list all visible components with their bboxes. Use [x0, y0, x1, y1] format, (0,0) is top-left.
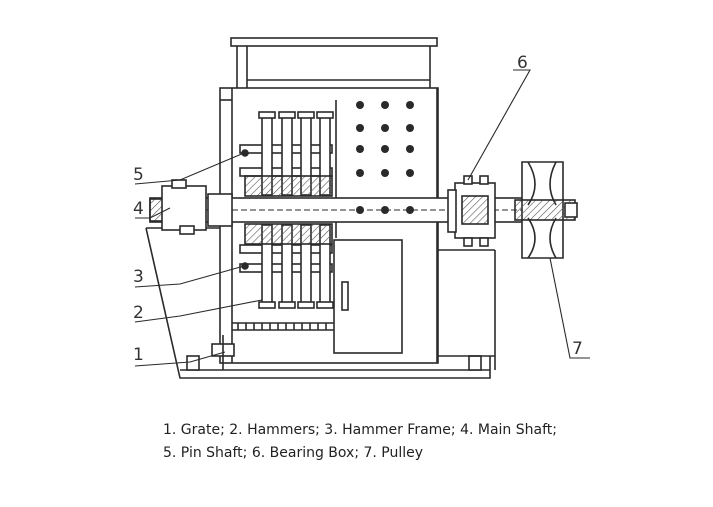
- callout-3: 3: [133, 267, 144, 287]
- pulley: [514, 161, 578, 259]
- hammers: [244, 111, 334, 309]
- callout-5: 5: [133, 165, 144, 185]
- bearing-box: [447, 175, 496, 247]
- callout-labels: 1 2 3 4 5 6 7: [133, 53, 583, 365]
- leader-lines: [134, 69, 590, 367]
- grate: [211, 322, 334, 370]
- bolt-pattern: [356, 101, 414, 214]
- pin-shafts: [241, 149, 249, 270]
- caption-line-1: 1. Grate; 2. Hammers; 3. Hammer Frame; 4…: [163, 422, 557, 438]
- inspection-door: [333, 239, 403, 354]
- callout-1: 1: [133, 345, 144, 365]
- base-frame: [145, 227, 496, 379]
- feed-hopper: [230, 37, 438, 88]
- caption-line-2: 5. Pin Shaft; 6. Bearing Box; 7. Pulley: [163, 445, 424, 461]
- callout-2: 2: [133, 303, 144, 323]
- callout-7: 7: [572, 339, 583, 359]
- callout-4: 4: [133, 199, 144, 219]
- callout-6: 6: [517, 53, 528, 73]
